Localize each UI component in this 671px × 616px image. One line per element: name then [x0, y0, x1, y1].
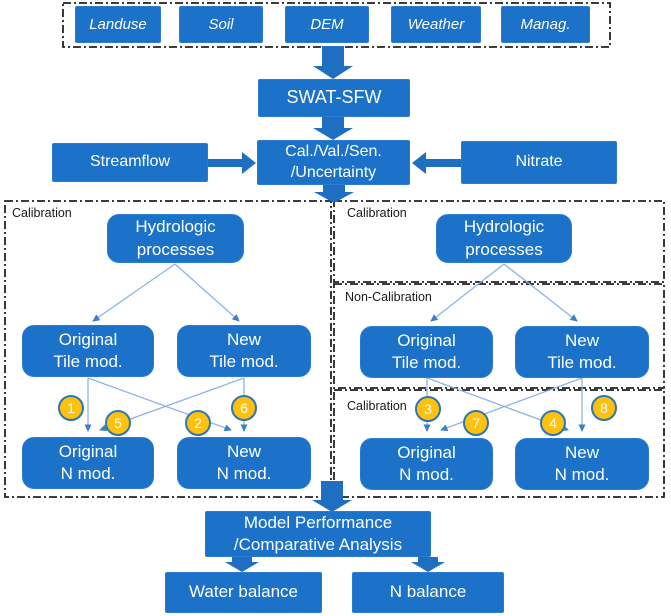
- step-circle-3: 3: [415, 396, 441, 422]
- arrow-performance-to-nbalance: [411, 557, 445, 572]
- input-box-weather: Weather: [391, 6, 481, 43]
- step-circle-1: 1: [58, 395, 84, 421]
- calval-box: Cal./Val./Sen. /Uncertainty: [257, 140, 410, 185]
- box-line: New: [226, 441, 261, 461]
- original-n-box-right: Original N mod.: [360, 438, 493, 490]
- box-line: N mod.: [216, 464, 272, 483]
- n-balance-box: N balance: [352, 572, 504, 613]
- n-balance-label: N balance: [389, 582, 467, 602]
- connector-hydrologic-to-new-tile-right: [503, 263, 578, 322]
- box-line: Original: [397, 330, 456, 350]
- right-panel-bottom-border: [333, 389, 665, 498]
- right-panel-middle-border: [333, 283, 665, 389]
- arrow-nitrate-to-calval: [412, 152, 461, 174]
- input-box-soil: Soil: [179, 6, 263, 43]
- right-panel-top-label: Calibration: [347, 206, 407, 220]
- new-tile-box-right: New Tile mod.: [515, 326, 649, 378]
- left-panel-label: Calibration: [12, 206, 72, 220]
- arrow-swat-to-calval: [313, 117, 353, 140]
- input-box-landuse: Landuse: [75, 6, 161, 43]
- input-box-dem: DEM: [285, 6, 369, 43]
- box-line: N mod.: [554, 465, 610, 484]
- streamflow-box: Streamflow: [52, 143, 208, 182]
- box-line: Original: [397, 442, 456, 462]
- streamflow-label: Streamflow: [89, 153, 171, 171]
- right-panel-bottom-label: Calibration: [347, 399, 407, 413]
- box-line: Tile mod.: [391, 353, 462, 372]
- box-line: Hydrologic: [463, 217, 545, 237]
- performance-box: Model Performance /Comparative Analysis: [205, 511, 431, 557]
- hydrologic-box-right: Hydrologic processes: [436, 214, 572, 263]
- input-label: Manag.: [520, 15, 571, 33]
- nitrate-box: Nitrate: [461, 141, 617, 184]
- box-line: processes: [136, 239, 215, 259]
- performance-line1: Model Performance: [243, 512, 393, 532]
- arrow-calval-to-panels: [314, 185, 354, 203]
- box-line: New: [226, 329, 261, 349]
- new-n-box-right: New N mod.: [515, 438, 649, 490]
- original-tile-box-right: Original Tile mod.: [360, 326, 493, 378]
- step-circle-8: 8: [591, 395, 617, 421]
- box-line: Tile mod.: [547, 353, 617, 372]
- connector-hydrologic-to-original-tile-left: [92, 263, 176, 322]
- input-label: Soil: [208, 15, 234, 33]
- arrow-panels-to-performance: [312, 481, 352, 512]
- box-line: New: [564, 330, 599, 350]
- step-circle-7: 7: [463, 410, 489, 436]
- original-tile-box-left: Original Tile mod.: [22, 325, 154, 377]
- box-line: Original: [58, 329, 118, 349]
- hydrologic-box-left: Hydrologic processes: [107, 214, 244, 263]
- input-box-manag: Manag.: [501, 6, 590, 43]
- water-balance-label: Water balance: [189, 582, 298, 602]
- right-panel-top-border: [333, 200, 665, 283]
- new-tile-box-left: New Tile mod.: [177, 325, 311, 377]
- swat-sfw-label: SWAT-SFW: [286, 87, 382, 108]
- step-circle-4: 4: [540, 410, 566, 436]
- new-n-box-left: New N mod.: [177, 437, 311, 489]
- box-line: Hydrologic: [135, 217, 216, 237]
- arrow-performance-to-water: [225, 557, 259, 572]
- step-circle-5: 5: [105, 410, 131, 436]
- box-line: New: [564, 442, 599, 462]
- calval-line1: Cal./Val./Sen.: [285, 142, 382, 160]
- input-label: Landuse: [89, 15, 147, 33]
- connector-hydrologic-to-original-tile-right: [430, 263, 505, 322]
- performance-line2: /Comparative Analysis: [233, 535, 403, 554]
- box-line: Tile mod.: [53, 352, 123, 371]
- original-n-box-left: Original N mod.: [22, 437, 154, 489]
- step-circle-6: 6: [231, 395, 257, 421]
- box-line: processes: [465, 239, 543, 259]
- box-line: N mod.: [399, 465, 454, 484]
- input-label: Weather: [407, 15, 465, 33]
- arrow-streamflow-to-calval: [208, 152, 256, 174]
- left-panel-border: [4, 200, 332, 498]
- box-line: N mod.: [60, 464, 116, 483]
- box-line: Tile mod.: [209, 352, 279, 371]
- nitrate-label: Nitrate: [515, 153, 563, 171]
- swat-sfw-box: SWAT-SFW: [258, 79, 410, 117]
- input-label: DEM: [310, 15, 344, 33]
- step-circle-2: 2: [185, 410, 211, 436]
- box-line: Original: [58, 441, 118, 461]
- calval-line2: /Uncertainty: [290, 163, 377, 181]
- connector-hydrologic-to-new-tile-left: [174, 263, 240, 322]
- arrow-inputs-to-swat: [313, 46, 353, 79]
- right-panel-middle-label: Non-Calibration: [345, 290, 432, 304]
- water-balance-box: Water balance: [165, 572, 322, 613]
